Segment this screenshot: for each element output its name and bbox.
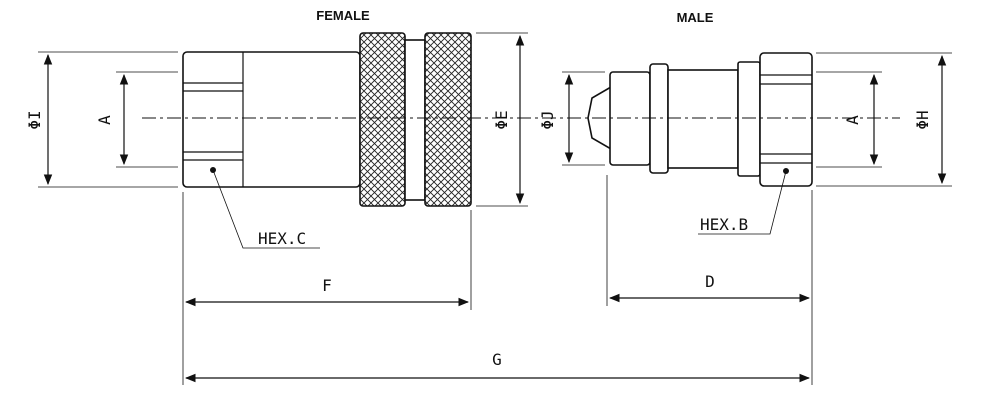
female-coupling [182, 32, 472, 207]
female-title: FEMALE [316, 8, 370, 23]
d-label: D [705, 272, 715, 291]
a-female-label: A [95, 115, 114, 125]
dimension-phi-i: ΦI [25, 51, 178, 188]
dimension-a-male: A [816, 71, 882, 168]
a-male-label: A [843, 115, 862, 125]
dimension-f: F [184, 276, 470, 307]
callout-hex-b: HEX.B [698, 168, 789, 235]
dimension-a-female: A [95, 71, 178, 168]
male-nipple [609, 71, 651, 166]
male-hex-body [759, 52, 813, 187]
dimension-g: G [184, 350, 811, 383]
phi-i-label: ΦI [25, 110, 44, 129]
dimension-d: D [608, 272, 811, 303]
female-knurled-sleeve [359, 32, 472, 207]
male-shoulder [737, 61, 761, 177]
dimension-phi-h: ΦH [816, 52, 952, 187]
phi-e-label: ΦE [492, 110, 511, 129]
hex-b-label: HEX.B [700, 215, 748, 234]
phi-j-label: ΦJ [538, 110, 557, 129]
dimension-phi-j: ΦJ [538, 71, 605, 166]
phi-h-label: ΦH [913, 110, 932, 129]
male-coupling [587, 52, 813, 187]
g-label: G [492, 350, 502, 369]
female-hex-body [182, 51, 361, 188]
dimension-phi-e: ΦE [476, 32, 528, 207]
callout-hex-c: HEX.C [210, 167, 320, 249]
male-shank [667, 69, 739, 169]
hex-c-label: HEX.C [258, 229, 306, 248]
f-label: F [322, 276, 332, 295]
male-title: MALE [677, 10, 714, 25]
male-collar [649, 63, 669, 174]
